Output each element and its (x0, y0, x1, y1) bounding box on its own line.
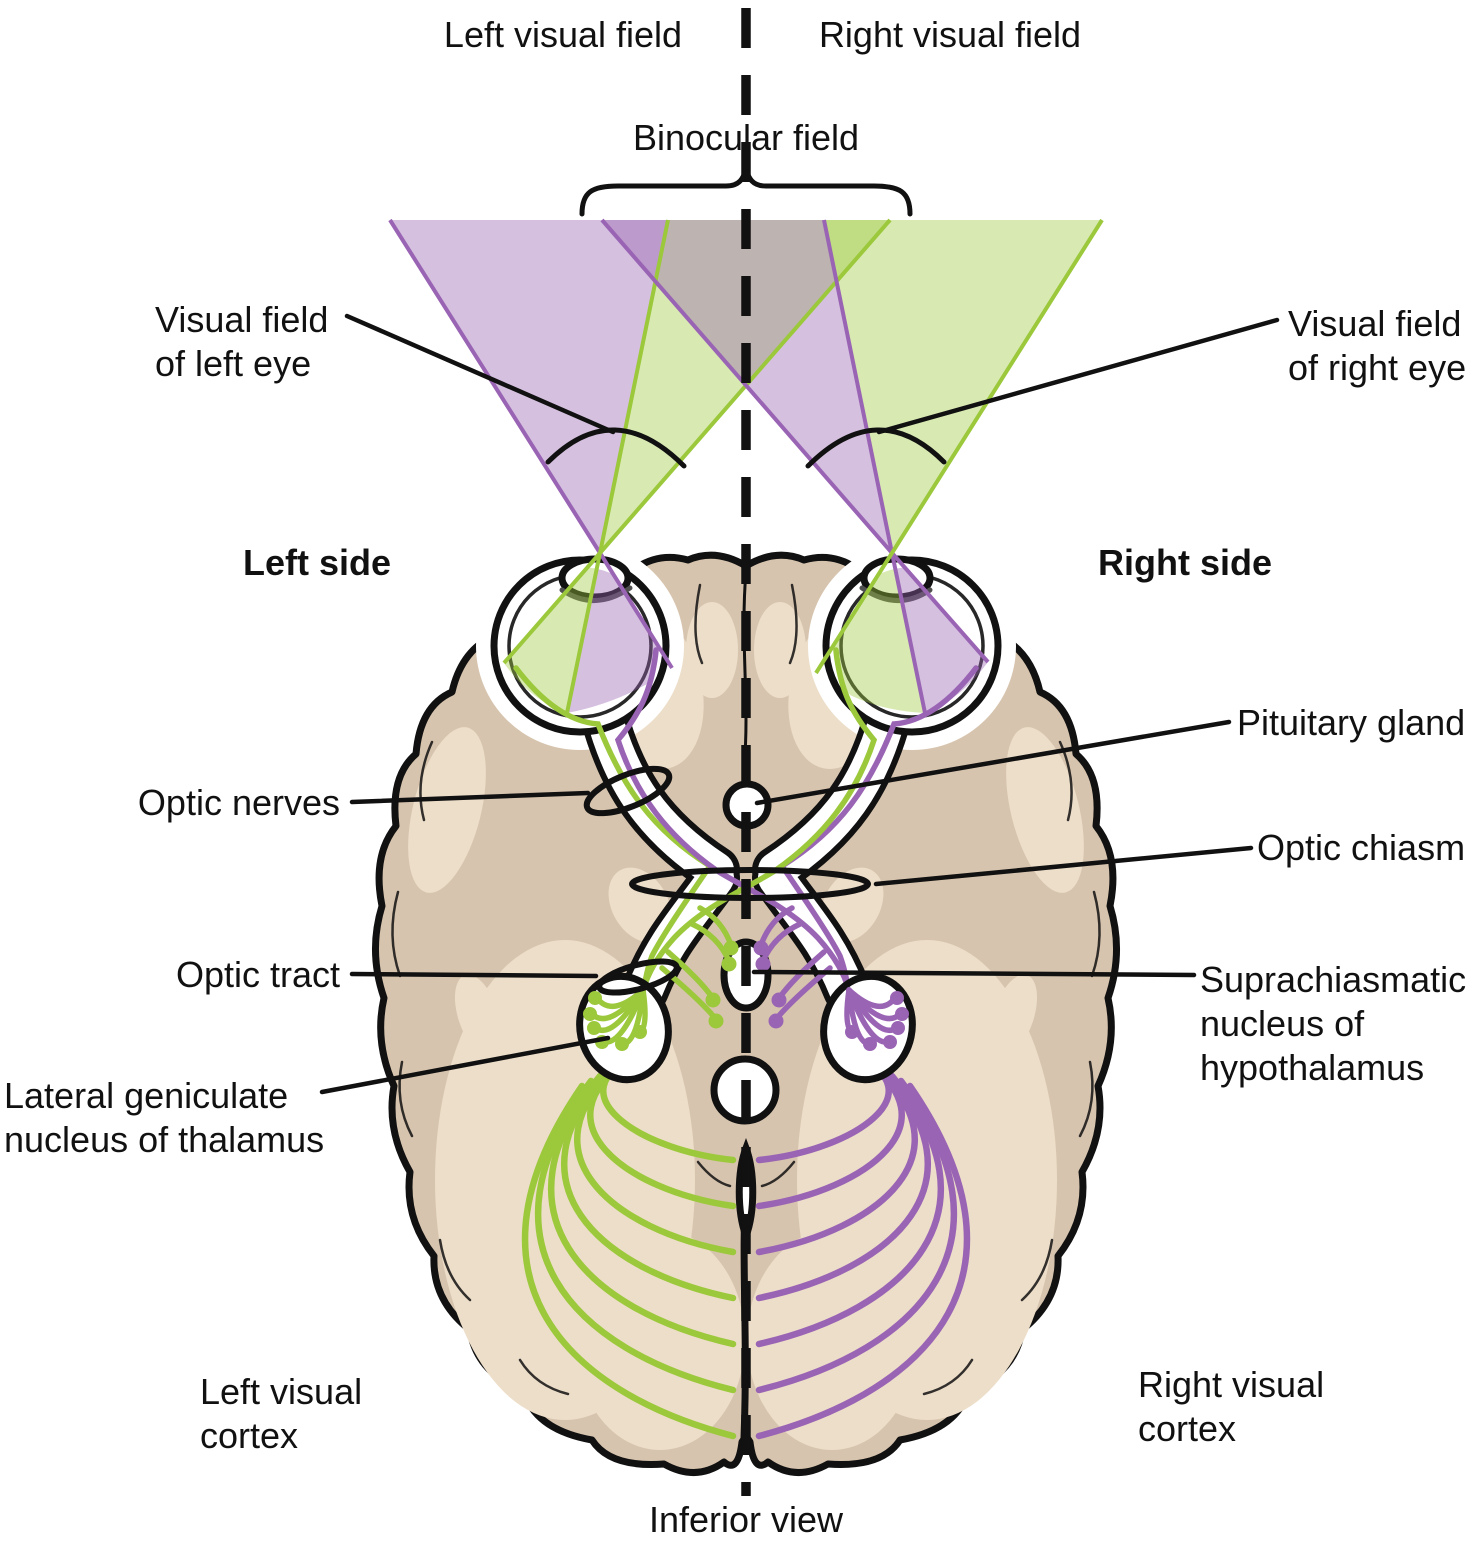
label-lateral-geniculate-2: nucleus of thalamus (4, 1119, 324, 1160)
label-left-side: Left side (243, 542, 391, 583)
label-visual-field-right-eye: Visual field (1288, 303, 1461, 344)
label-right-visual-cortex: Right visual (1138, 1364, 1324, 1405)
left-field-green-edge (502, 218, 892, 665)
label-optic-chiasm: Optic chiasm (1257, 827, 1465, 868)
label-lateral-geniculate: Lateral geniculate (4, 1075, 288, 1116)
leader-suprachiasmatic (751, 969, 1197, 978)
label-visual-field-left-eye: Visual field (155, 299, 328, 340)
leader-visual-field-left-eye (344, 313, 616, 435)
label-left-visual-field: Left visual field (444, 14, 682, 55)
nerve-fibers (513, 647, 979, 993)
label-left-visual-cortex: Left visual (200, 1371, 362, 1412)
labels: Left visual field Right visual field Bin… (4, 14, 1466, 1540)
leader-visual-field-right-eye (876, 317, 1280, 435)
label-left-visual-cortex-2: cortex (200, 1415, 298, 1456)
leader-optic-chiasm (873, 845, 1254, 887)
label-right-side: Right side (1098, 542, 1272, 583)
longitudinal-fissure-anterior (742, 570, 748, 768)
label-right-visual-cortex-2: cortex (1138, 1408, 1236, 1449)
leader-lines (319, 313, 1280, 1095)
leader-optic-nerves (349, 790, 591, 805)
left-eye-purple-field (390, 220, 668, 553)
left-eye-field-angle-arc (545, 427, 687, 469)
label-suprachiasmatic-2: nucleus of (1200, 1003, 1365, 1044)
label-optic-tract: Optic tract (176, 954, 340, 995)
leader-pituitary-gland (754, 719, 1232, 806)
optic-radiations-left (521, 1052, 737, 1440)
leader-lateral-geniculate (319, 1035, 611, 1095)
right-eye-green-field (824, 220, 1102, 553)
label-suprachiasmatic-3: hypothalamus (1200, 1047, 1424, 1088)
binocular-field-brace (579, 149, 913, 217)
left-eye-purple-fiber (614, 647, 852, 993)
right-lgn-synapses (844, 987, 909, 1051)
label-visual-field-right-eye-2: of right eye (1288, 347, 1466, 388)
label-suprachiasmatic: Suprachiasmatic (1200, 959, 1466, 1000)
leader-optic-tract (349, 971, 599, 979)
right-field-green-edge (814, 218, 1104, 675)
right-eye-green-fiber (640, 647, 878, 993)
visual-field-cones (388, 218, 1104, 714)
right-eye-field-angle-arc (805, 427, 947, 469)
label-binocular-field: Binocular field (633, 117, 859, 158)
label-pituitary-gland: Pituitary gland (1237, 702, 1465, 743)
optic-tract-ring (596, 958, 680, 996)
label-optic-nerves: Optic nerves (138, 782, 340, 823)
label-inferior-view: Inferior view (649, 1499, 844, 1540)
optic-nerve-ring (583, 765, 673, 817)
label-right-visual-field: Right visual field (819, 14, 1081, 55)
scn-branches (659, 905, 833, 1029)
label-visual-field-left-eye-2: of left eye (155, 343, 311, 384)
